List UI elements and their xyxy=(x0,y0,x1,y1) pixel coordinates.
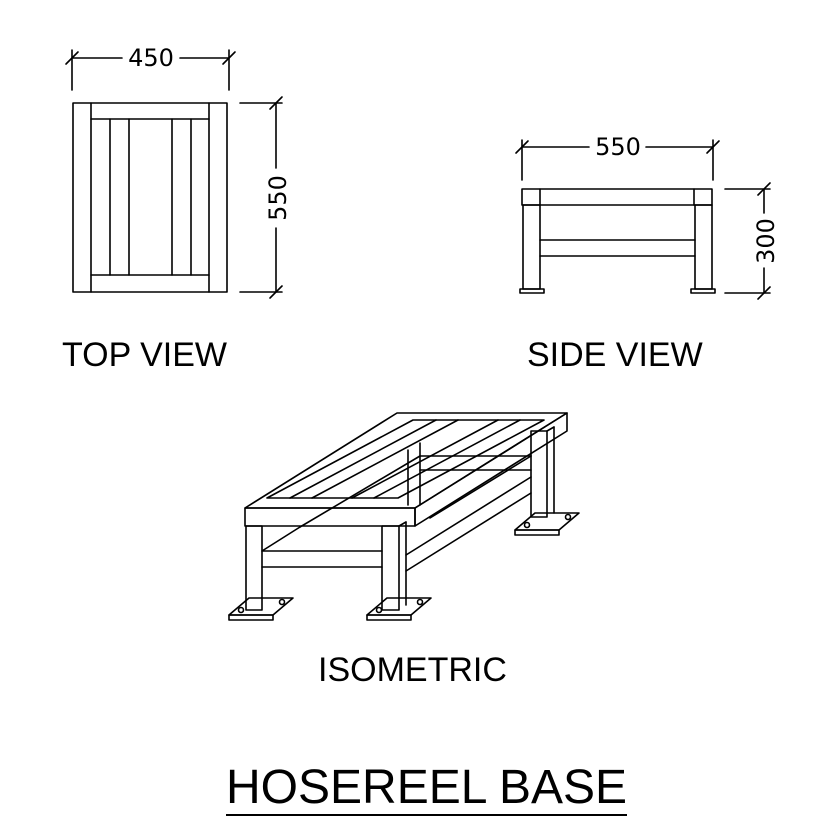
top-length-value: 550 xyxy=(264,175,292,221)
side-view-frame xyxy=(519,188,716,294)
isometric-view xyxy=(228,412,580,621)
top-width-value: 450 xyxy=(128,44,174,72)
side-height-value: 300 xyxy=(752,218,780,264)
iso-lower-rails xyxy=(261,455,532,572)
iso-top-frame xyxy=(244,412,568,527)
top-length-dimension: 550 xyxy=(239,96,292,299)
drawing-title: HOSEREEL BASE xyxy=(226,761,628,816)
side-length-value: 550 xyxy=(595,133,641,161)
top-width-dimension: 450 xyxy=(65,44,236,91)
isometric-view-label: ISOMETRIC xyxy=(318,651,507,689)
top-view-label: TOP VIEW xyxy=(62,336,228,374)
side-view-label: SIDE VIEW xyxy=(527,336,703,374)
top-view: 450 550 xyxy=(65,44,292,299)
side-length-dimension: 550 xyxy=(515,133,720,181)
iso-legs xyxy=(245,426,555,611)
iso-base-plates xyxy=(228,512,580,621)
top-view-frame xyxy=(72,102,228,293)
side-view: 550 300 xyxy=(515,133,780,300)
side-height-dimension: 300 xyxy=(724,182,780,300)
